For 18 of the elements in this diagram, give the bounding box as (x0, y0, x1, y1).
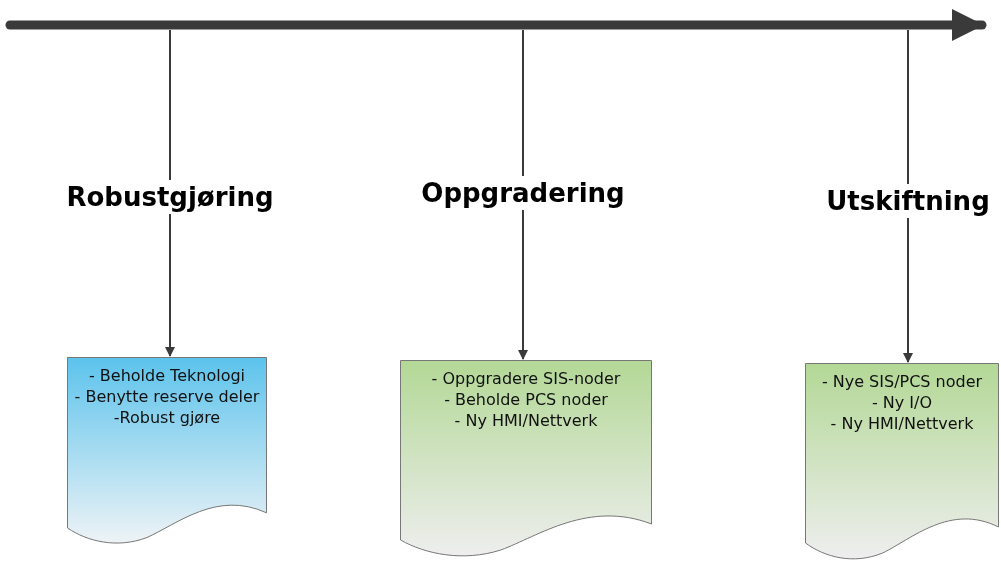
list-item: - Ny HMI/Nettverk (453, 410, 599, 431)
document-shape (400, 360, 652, 560)
list-item: - Benytte reserve deler (73, 386, 261, 407)
list-item: -Robust gjøre (112, 407, 222, 428)
edge-label: Oppgradering (421, 176, 625, 210)
document-shape (805, 363, 999, 563)
list-item: - Ny HMI/Nettverk (829, 413, 975, 434)
arrow (518, 29, 528, 360)
list-item: - Beholde Teknologi (87, 365, 247, 386)
list-item: - Oppgradere SIS-noder (430, 368, 622, 389)
list-item: - Ny I/O (870, 392, 934, 413)
arrow (165, 29, 175, 357)
edge-label: Utskiftning (826, 184, 990, 218)
list-item: - Beholde PCS noder (443, 389, 609, 410)
document-shape (67, 357, 267, 547)
edge-label: Robustgjøring (66, 180, 274, 214)
arrow (903, 29, 913, 363)
list-item: - Nye SIS/PCS noder (820, 371, 984, 392)
